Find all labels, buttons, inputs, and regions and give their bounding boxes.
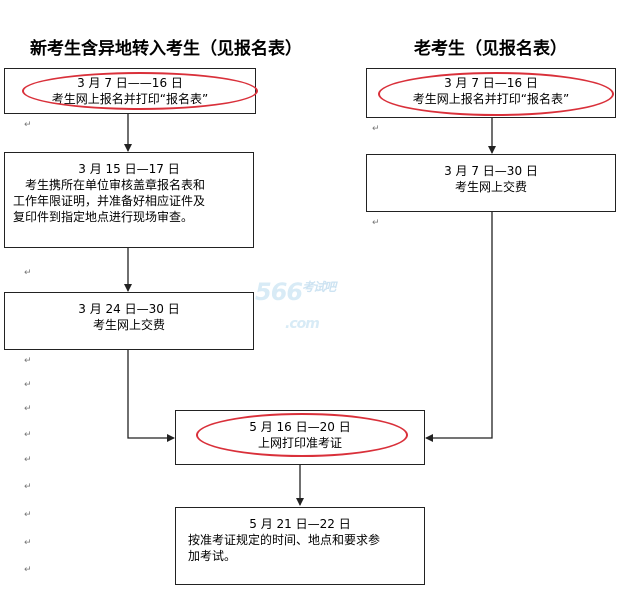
step-left-review: 3 月 15 日—17 日 考生携所在单位审核盖章报名表和 工作年限证明，并准备…	[4, 152, 254, 248]
paragraph-mark: ↵	[24, 430, 32, 440]
step-text: 考生携所在单位审核盖章报名表和	[25, 178, 206, 192]
step-date: 3 月 24 日—30 日	[78, 302, 180, 316]
step-text: 工作年限证明，并准备好相应证件及	[13, 194, 206, 208]
paragraph-mark: ↵	[24, 268, 32, 278]
paragraph-mark: ↵	[24, 538, 32, 548]
heading-returning-candidates: 老考生（见报名表）	[414, 39, 567, 59]
step-date: 3 月 7 日—30 日	[444, 164, 538, 178]
step-text: 按准考证规定的时间、地点和要求参	[188, 533, 381, 547]
paragraph-mark: ↵	[24, 482, 32, 492]
highlight-oval-right-register	[378, 72, 614, 116]
step-date: 5 月 21 日—22 日	[249, 517, 351, 531]
heading-new-candidates: 新考生含异地转入考生（见报名表）	[30, 39, 302, 59]
watermark-logo: 566考试吧 .com	[255, 278, 336, 334]
highlight-oval-left-register	[22, 72, 258, 110]
step-take-exam: 5 月 21 日—22 日 按准考证规定的时间、地点和要求参 加考试。	[175, 507, 425, 585]
step-text: 考生网上交费	[454, 180, 527, 194]
highlight-oval-admission-ticket	[196, 413, 408, 457]
step-right-pay: 3 月 7 日—30 日 考生网上交费	[366, 154, 616, 212]
step-left-pay: 3 月 24 日—30 日 考生网上交费	[4, 292, 254, 350]
paragraph-mark: ↵	[24, 120, 32, 130]
paragraph-mark: ↵	[24, 510, 32, 520]
step-text: 加考试。	[188, 549, 237, 563]
paragraph-mark: ↵	[372, 124, 380, 134]
paragraph-mark: ↵	[24, 380, 32, 390]
paragraph-mark: ↵	[372, 218, 380, 228]
step-date: 3 月 15 日—17 日	[78, 162, 180, 176]
arrow-r2-m1	[425, 212, 493, 442]
watermark-sub: .com	[285, 316, 320, 332]
paragraph-mark: ↵	[24, 455, 32, 465]
paragraph-mark: ↵	[24, 565, 32, 575]
watermark-main: 566	[255, 278, 303, 306]
arrow-l3-m1	[127, 350, 175, 442]
watermark-small: 考试吧	[302, 280, 336, 294]
step-text: 考生网上交费	[92, 318, 165, 332]
paragraph-mark: ↵	[24, 356, 32, 366]
step-text: 复印件到指定地点进行现场审查。	[13, 210, 194, 224]
paragraph-mark: ↵	[24, 404, 32, 414]
